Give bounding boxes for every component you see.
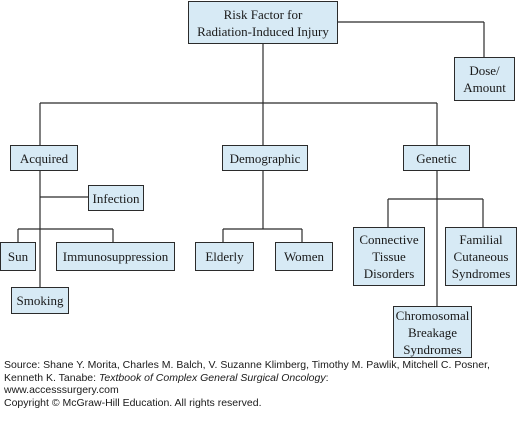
node-sun: Sun (0, 242, 36, 271)
copyright-text: Copyright © McGraw-Hill Education. All r… (4, 397, 262, 410)
node-chromosomal-breakage-syndromes: Chromosomal Breakage Syndromes (393, 306, 472, 358)
node-genetic: Genetic (403, 145, 470, 171)
connector-lines (17, 21, 485, 306)
node-immunosuppression: Immunosuppression (56, 242, 175, 271)
source-caption: Source: Shane Y. Morita, Charles M. Balc… (4, 359, 516, 410)
node-dose-amount: Dose/ Amount (454, 57, 515, 101)
book-title: Textbook of Complex General Surgical Onc… (98, 371, 326, 384)
node-smoking: Smoking (11, 287, 69, 314)
node-demographic: Demographic (222, 145, 308, 171)
node-familial-cutaneous-syndromes: Familial Cutaneous Syndromes (445, 227, 517, 286)
node-acquired: Acquired (10, 145, 78, 171)
node-women: Women (275, 242, 333, 271)
node-infection: Infection (88, 185, 144, 211)
node-elderly: Elderly (195, 242, 254, 271)
risk-factor-diagram: Risk Factor for Radiation-Induced Injury… (0, 1, 517, 358)
node-connective-tissue-disorders: Connective Tissue Disorders (353, 227, 425, 286)
source-prefix: Source: Shane Y. Morita, Charles M. Balc… (4, 359, 490, 384)
node-root: Risk Factor for Radiation-Induced Injury (188, 1, 338, 44)
source-url[interactable]: www.accesssurgery.com (4, 384, 119, 397)
source-suffix: : (325, 371, 329, 384)
